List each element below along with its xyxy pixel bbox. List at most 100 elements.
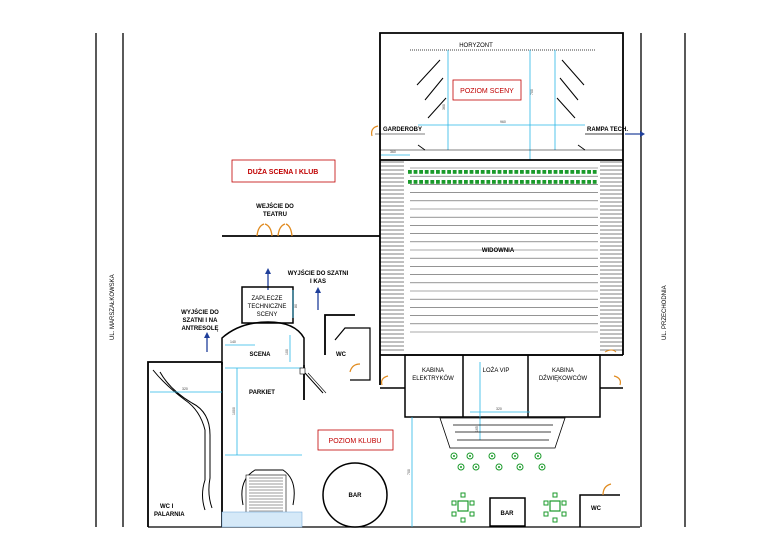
- seat: [514, 170, 519, 174]
- seat: [570, 180, 575, 184]
- chair: [469, 500, 475, 506]
- seat: [531, 180, 535, 184]
- cabins: [380, 354, 623, 418]
- zaplecze-label-1: ZAPLECZE: [251, 296, 282, 302]
- club-staircase: [221, 469, 303, 528]
- table-center: [514, 455, 516, 457]
- stairs-right: [600, 161, 623, 351]
- palarnia-corridor: [152, 369, 213, 511]
- table-center: [541, 466, 543, 468]
- chair: [469, 511, 475, 517]
- wc-door-1: [349, 363, 361, 373]
- antresola-label-3: ANTRESOLĘ: [181, 326, 218, 332]
- wing-flats: [416, 59, 585, 119]
- seat: [413, 180, 418, 184]
- chair: [561, 500, 567, 506]
- seat: [458, 170, 463, 174]
- seat: [480, 170, 485, 174]
- seat: [424, 170, 429, 174]
- seat: [497, 170, 502, 174]
- seat: [514, 180, 519, 184]
- street-lines: [95, 33, 686, 527]
- seat: [441, 170, 446, 174]
- lounge-table: [549, 500, 561, 512]
- antresola-label-1: WYJŚCIE DO: [181, 309, 219, 316]
- seat: [564, 170, 569, 174]
- seat: [508, 170, 513, 174]
- seat: [475, 170, 479, 174]
- dim-stage-side: 360: [442, 104, 446, 110]
- auditorium-walls: [379, 160, 624, 355]
- seat: [576, 170, 580, 174]
- rampa-tech-label: RAMPA TECH.: [587, 127, 628, 133]
- seat: [408, 170, 412, 174]
- seat: [469, 180, 474, 184]
- table-center: [537, 455, 539, 457]
- wc-label-1: WC: [336, 352, 347, 358]
- balcony-platform: [439, 417, 566, 449]
- seat: [480, 180, 485, 184]
- bar-round: [322, 462, 388, 528]
- seat: [430, 180, 435, 184]
- wejscie-label-1: WEJŚCIE DO: [256, 203, 294, 210]
- parkiet-label: PARKIET: [249, 390, 275, 396]
- parkiet-dimensions: [225, 367, 302, 456]
- antresola-label-2: SZATNI I NA: [183, 318, 219, 324]
- seat: [587, 170, 591, 174]
- seat: [447, 170, 451, 174]
- dim-scena-w: 140: [230, 340, 236, 344]
- dim-left-small: 360: [390, 150, 396, 154]
- seat: [520, 180, 524, 184]
- seat: [576, 180, 580, 184]
- wc-palarnia-label-2: PALARNIA: [154, 512, 185, 518]
- scena-club: [221, 321, 305, 365]
- front-seats: [408, 170, 597, 184]
- dim-bar-h: 700: [407, 469, 411, 475]
- garderoby-label: GARDEROBY: [383, 127, 422, 133]
- bar-rect: [489, 497, 526, 527]
- seat: [419, 180, 423, 184]
- chair: [552, 492, 558, 498]
- seat: [592, 170, 597, 174]
- horyzont-label: HORYZONT: [459, 43, 493, 49]
- seat: [531, 170, 535, 174]
- seat: [592, 180, 597, 184]
- bar-rect-label: BAR: [501, 511, 515, 517]
- seating-rows: [410, 167, 598, 333]
- cabin-doors: [381, 375, 621, 386]
- dim-stage-depth: 700: [530, 89, 534, 95]
- seat: [564, 180, 569, 184]
- table-center: [519, 466, 521, 468]
- kabina-dz-label-1: KABINA: [552, 368, 574, 374]
- dim-vip-h: 165: [475, 426, 479, 432]
- seat: [458, 180, 463, 184]
- wc-bottom-right: [579, 494, 620, 527]
- seat: [548, 170, 552, 174]
- chair: [561, 511, 567, 517]
- table-center: [491, 455, 493, 457]
- seat: [559, 180, 563, 184]
- duza-scena-label: DUŻA SCENA I KLUB: [248, 168, 319, 176]
- street-label-right: UL. PRZECHODNIA: [662, 285, 668, 340]
- street-label-left: UL. MARSZAŁKOWSKA: [110, 274, 116, 340]
- seat: [430, 170, 435, 174]
- bar-chairs: [451, 492, 567, 523]
- kabina-dz-label-2: DŹWIĘKOWCÓW: [539, 375, 588, 382]
- seat: [497, 180, 502, 184]
- poziom-klubu-label: POZIOM KLUBU: [329, 438, 382, 445]
- seat: [436, 170, 440, 174]
- chair: [543, 500, 549, 506]
- seat: [553, 180, 558, 184]
- seat: [570, 170, 575, 174]
- seat: [447, 180, 451, 184]
- seat: [441, 180, 446, 184]
- scena-label: SCENA: [249, 352, 271, 358]
- seat: [536, 170, 541, 174]
- seat: [581, 170, 586, 174]
- chair: [451, 511, 457, 517]
- duza-scena-box: [231, 159, 336, 183]
- chair: [552, 517, 558, 523]
- seat: [553, 170, 558, 174]
- seat: [581, 180, 586, 184]
- kabina-el-label-2: ELEKTRYKÓW: [412, 375, 454, 382]
